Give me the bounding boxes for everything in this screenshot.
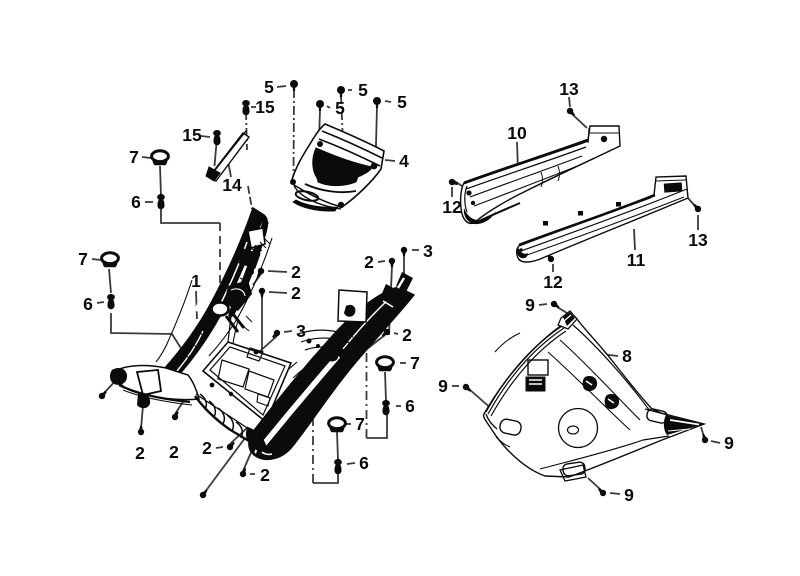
svg-text:2: 2	[202, 438, 212, 458]
svg-text:3: 3	[423, 241, 433, 261]
svg-text:13: 13	[559, 79, 579, 99]
svg-text:2: 2	[260, 465, 270, 485]
svg-text:2: 2	[364, 252, 374, 272]
svg-text:1: 1	[191, 271, 201, 291]
svg-text:2: 2	[291, 283, 301, 303]
svg-text:6: 6	[359, 453, 369, 473]
svg-text:3: 3	[296, 321, 306, 341]
svg-text:6: 6	[83, 294, 93, 314]
svg-text:6: 6	[131, 192, 141, 212]
svg-text:15: 15	[255, 97, 275, 117]
svg-text:5: 5	[397, 92, 407, 112]
svg-text:15: 15	[182, 125, 202, 145]
svg-text:9: 9	[624, 485, 634, 505]
svg-text:11: 11	[627, 250, 646, 270]
svg-text:7: 7	[410, 353, 420, 373]
svg-text:9: 9	[438, 376, 448, 396]
svg-text:2: 2	[291, 262, 301, 282]
svg-text:12: 12	[543, 272, 563, 292]
svg-text:2: 2	[169, 442, 179, 462]
svg-text:5: 5	[358, 80, 368, 100]
svg-text:9: 9	[525, 295, 535, 315]
svg-text:5: 5	[335, 98, 345, 118]
svg-text:7: 7	[78, 249, 88, 269]
svg-text:6: 6	[405, 396, 415, 416]
svg-text:5: 5	[264, 77, 274, 97]
svg-text:4: 4	[399, 151, 409, 171]
svg-text:2: 2	[402, 325, 412, 345]
svg-text:8: 8	[622, 346, 632, 366]
svg-text:9: 9	[724, 433, 734, 453]
svg-text:13: 13	[688, 230, 708, 250]
svg-text:14: 14	[222, 175, 242, 195]
svg-text:12: 12	[442, 197, 462, 217]
svg-text:10: 10	[507, 123, 527, 143]
svg-text:2: 2	[135, 443, 145, 463]
svg-text:7: 7	[355, 414, 365, 434]
svg-text:7: 7	[129, 147, 139, 167]
